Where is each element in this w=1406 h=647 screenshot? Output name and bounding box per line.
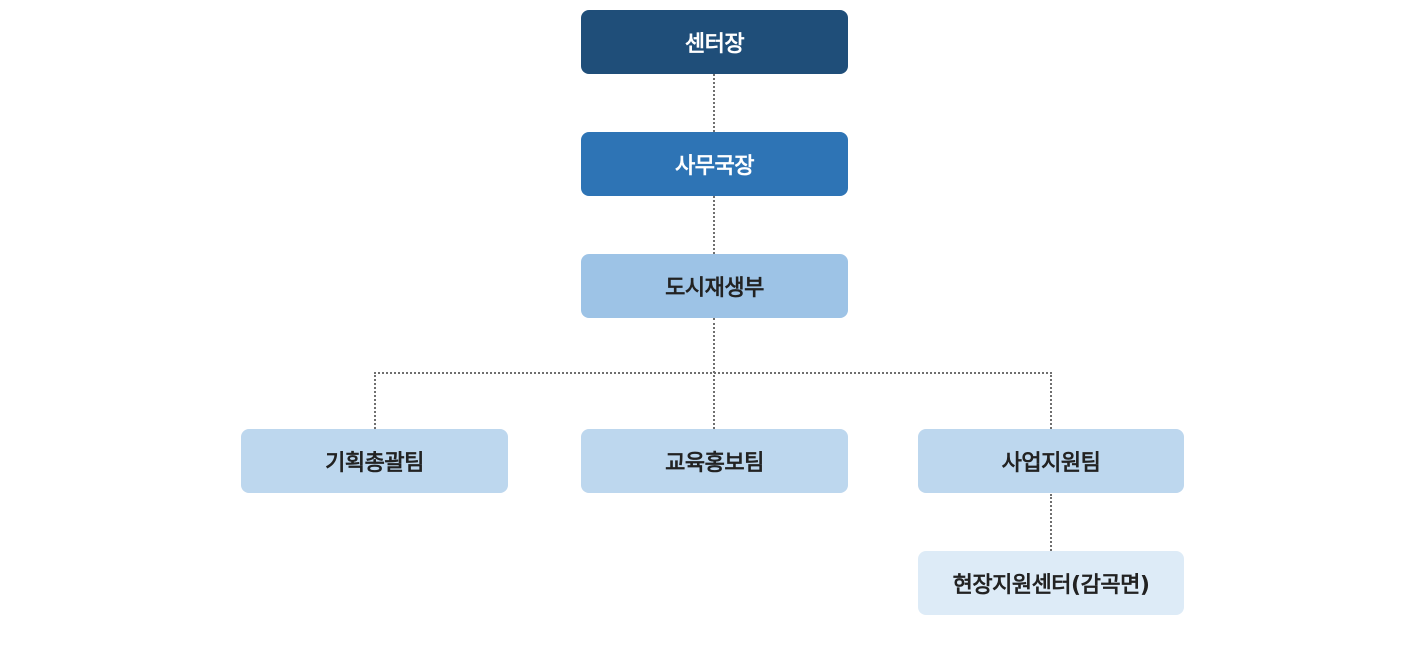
node-director: 센터장: [581, 10, 848, 74]
node-secretary-general: 사무국장: [581, 132, 848, 196]
node-team-support-label: 사업지원팀: [1001, 451, 1101, 476]
connector-branch-to-team-planning: [374, 372, 376, 429]
connector-team-branch: [374, 372, 1052, 374]
node-team-planning-label: 기획총괄팀: [325, 451, 424, 476]
connector-branch-to-team-support: [1050, 372, 1052, 429]
node-department-label: 도시재생부: [665, 276, 764, 301]
node-team-support: 사업지원팀: [918, 429, 1184, 493]
node-field-support-center-label: 현장지원센터(감곡면): [952, 573, 1150, 598]
node-team-planning: 기획총괄팀: [241, 429, 508, 493]
node-field-support-center: 현장지원센터(감곡면): [918, 551, 1184, 615]
node-team-education-label: 교육홍보팀: [665, 451, 764, 476]
connector-support-to-field-center: [1050, 494, 1052, 551]
connector-secretary-to-department: [713, 196, 715, 254]
node-department: 도시재생부: [581, 254, 848, 318]
node-team-education: 교육홍보팀: [581, 429, 848, 493]
node-director-label: 센터장: [684, 32, 745, 57]
connector-director-to-secretary: [713, 74, 715, 132]
node-secretary-general-label: 사무국장: [675, 154, 754, 179]
